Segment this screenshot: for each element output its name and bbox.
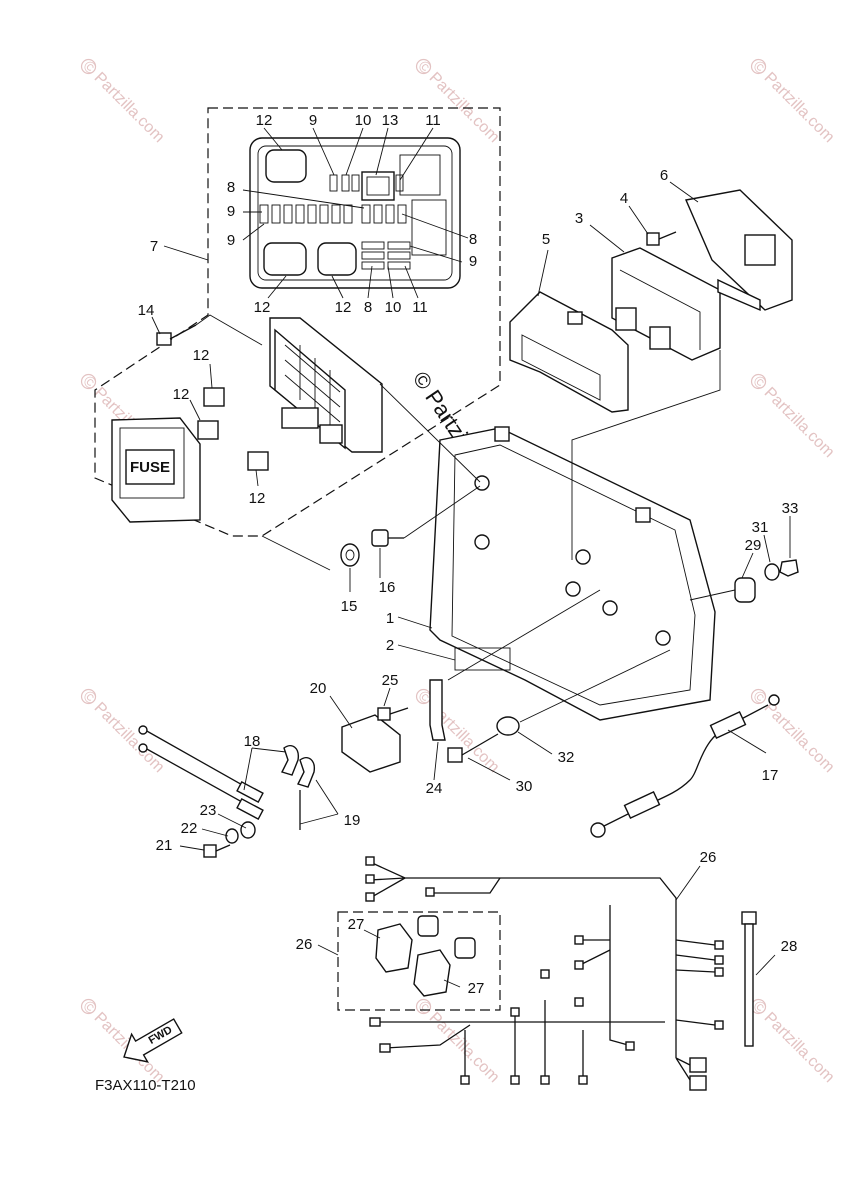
callout-21: 21 <box>156 837 173 854</box>
callout-8: 8 <box>227 179 235 196</box>
bolt-25 <box>377 707 409 721</box>
collar-16 <box>371 529 404 547</box>
callout-9: 9 <box>227 203 235 220</box>
callout-19: 19 <box>344 812 361 829</box>
callout-2: 2 <box>386 637 394 654</box>
washer-32 <box>496 716 520 736</box>
fuse-box-top-view <box>249 137 461 289</box>
grommet-15 <box>340 543 360 567</box>
callout-4: 4 <box>620 190 628 207</box>
callout-3: 3 <box>575 210 583 227</box>
callout-29: 29 <box>745 537 762 554</box>
couplers-27 <box>375 915 476 997</box>
washer-23 <box>240 821 256 839</box>
nut-33 <box>779 559 799 577</box>
callout-11: 11 <box>425 112 441 129</box>
callout-12: 12 <box>254 299 271 316</box>
cable-tie-28 <box>741 911 757 1047</box>
bracket-6 <box>685 189 793 312</box>
callout-11: 11 <box>412 299 428 316</box>
callout-26: 26 <box>700 849 717 866</box>
callout-33: 33 <box>782 500 799 517</box>
bracket-5 <box>509 291 629 413</box>
bracket-24 <box>429 679 446 741</box>
callout-8: 8 <box>364 299 372 316</box>
callout-27: 27 <box>348 916 365 933</box>
callout-13: 13 <box>382 112 399 129</box>
callout-12: 12 <box>249 490 266 507</box>
callout-12: 12 <box>335 299 352 316</box>
callout-6: 6 <box>660 167 668 184</box>
spacer-29 <box>734 577 756 603</box>
callout-9: 9 <box>469 253 477 270</box>
svg-text:Partzilla.com: Partzilla.com <box>761 1009 838 1086</box>
assembly-lines <box>261 350 736 723</box>
svg-text:Partzilla.com: Partzilla.com <box>761 69 838 146</box>
bolt-30 <box>447 733 499 763</box>
leadline-14-assembly <box>195 314 263 346</box>
callout-20: 20 <box>310 680 327 697</box>
callout-12: 12 <box>173 386 190 403</box>
callout-10: 10 <box>385 299 402 316</box>
figure-code: F3AX110-T210 <box>95 1077 196 1094</box>
washer-31 <box>764 563 780 581</box>
callout-14: 14 <box>138 302 155 319</box>
callout-8: 8 <box>469 231 477 248</box>
leader-lines <box>151 127 791 988</box>
callout-27: 27 <box>468 980 485 997</box>
callout-12: 12 <box>256 112 273 129</box>
callout-12: 12 <box>193 347 210 364</box>
ecu-3 <box>611 247 721 361</box>
callout-7: 7 <box>150 238 158 255</box>
fwd-arrow-icon <box>123 1018 183 1063</box>
callout-25: 25 <box>382 672 399 689</box>
callout-22: 22 <box>181 820 198 837</box>
bolt-4 <box>646 231 677 246</box>
callout-31: 31 <box>752 519 769 536</box>
callout-23: 23 <box>200 802 217 819</box>
wire-harness-26 <box>365 856 724 1091</box>
relay-20 <box>341 714 401 773</box>
bolt-21 <box>203 844 231 858</box>
callouts: 12 9 10 13 11 8 9 9 8 9 12 12 8 10 11 7 … <box>138 112 799 997</box>
callout-15: 15 <box>341 598 358 615</box>
callout-24: 24 <box>426 780 443 797</box>
callout-5: 5 <box>542 231 550 248</box>
svg-text:Partzilla.com: Partzilla.com <box>426 1009 503 1086</box>
callout-1: 1 <box>386 610 394 627</box>
callout-9: 9 <box>227 232 235 249</box>
svg-text:Partzilla.com: Partzilla.com <box>761 384 838 461</box>
bolt-14 <box>156 324 197 346</box>
svg-text:Partzilla.com: Partzilla.com <box>761 699 838 776</box>
callout-17: 17 <box>762 767 779 784</box>
callout-30: 30 <box>516 778 533 795</box>
fuse-box-assembly <box>111 317 383 523</box>
callout-32: 32 <box>558 749 575 766</box>
svg-text:Partzilla.com: Partzilla.com <box>91 699 168 776</box>
fuse-cover-label: FUSE <box>130 459 170 476</box>
electrical-box-1 <box>429 426 716 721</box>
callout-10: 10 <box>355 112 372 129</box>
callout-16: 16 <box>379 579 396 596</box>
callout-26: 26 <box>296 936 313 953</box>
coupler-27-group-outline <box>337 911 501 1011</box>
callout-9: 9 <box>309 112 317 129</box>
callout-28: 28 <box>781 938 798 955</box>
washer-22 <box>225 828 239 844</box>
cables-18-19 <box>138 725 315 830</box>
svg-text:Partzilla.com: Partzilla.com <box>91 69 168 146</box>
callout-18: 18 <box>244 733 261 750</box>
